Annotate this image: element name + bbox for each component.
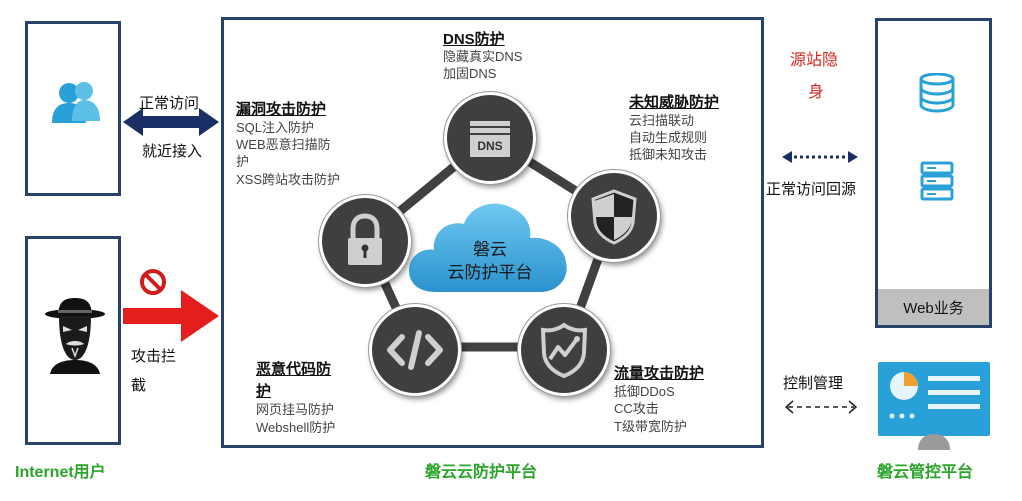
dns-node: DNS [444,92,536,184]
origin-hide-line2: 身 [808,84,825,101]
code-icon [387,330,443,370]
traffic-item-3: T级带宽防护 [614,419,687,434]
vuln-item-4: XSS跨站攻击防护 [236,172,341,187]
hacker-icon [45,298,105,374]
back-to-origin-arrow [782,151,858,163]
server-icon [920,161,954,201]
unknown-item-2: 自动生成规则 [629,130,708,145]
unknown-threat-title: 未知威胁防护 [629,94,720,111]
malicious-item-1: 网页挂马防护 [256,402,335,417]
unknown-threat-node [568,170,660,262]
internet-user-box [25,21,121,196]
malicious-code-node [369,304,461,396]
web-business-label: Web业务 [903,300,964,317]
dns-protection-title: DNS防护 [443,31,505,48]
traffic-item-1: 抵御DDoS [614,384,675,399]
vulnerability-title: 漏洞攻击防护 [236,101,327,118]
vuln-item-2: WEB恶意扫描防 [236,137,331,152]
dns-server-icon [470,121,510,157]
malicious-item-2: Webshell防护 [256,420,336,435]
origin-hide-line1: 源站隐 [790,52,839,69]
normal-access-label: 正常访问 [139,95,200,112]
cloud-title-line2: 云防护平台 [447,263,533,282]
malicious-code-title-line2: 护 [256,383,272,400]
shield-chart-icon [540,322,588,379]
web-business-box: Web业务 [875,18,992,328]
dns-item-1: 隐藏真实DNS [443,49,523,64]
platform-label: 磐云云防护平台 [425,464,538,481]
lock-icon [348,213,382,265]
users-icon [52,82,100,123]
control-arrow [784,400,858,414]
malicious-code-title-line1: 恶意代码防 [256,361,332,378]
attack-block-label-line1: 攻击拦 [131,348,177,365]
cloud-title-line1: 磐云 [473,240,507,259]
management-monitor-icon [878,362,990,450]
web-business-bar [878,289,989,325]
block-icon [140,269,166,295]
cloud-icon [409,203,567,292]
normal-access-arrow [123,108,219,136]
nearby-access-label: 就近接入 [142,143,203,160]
unknown-item-3: 抵御未知攻击 [629,147,708,162]
unknown-item-1: 云扫描联动 [629,113,695,128]
management-platform-label: 磐云管控平台 [877,464,974,481]
shield-icon [591,189,637,245]
database-icon [919,73,955,113]
traffic-item-2: CC攻击 [614,401,659,416]
vulnerability-node [319,195,411,287]
vuln-item-1: SQL注入防护 [236,120,315,135]
back-to-origin-label: 正常访问回源 [766,181,857,198]
dns-item-2: 加固DNS [443,66,497,81]
control-label: 控制管理 [783,375,844,392]
vuln-item-3: 护 [236,154,250,169]
attack-block-label-line2: 截 [131,377,147,394]
traffic-attack-node [518,304,610,396]
traffic-attack-title: 流量攻击防护 [614,365,705,382]
internet-user-label: Internet用户 [15,464,106,481]
attack-arrow [123,290,219,342]
dns-icon-text: DNS [477,139,503,153]
attacker-box [25,236,121,445]
